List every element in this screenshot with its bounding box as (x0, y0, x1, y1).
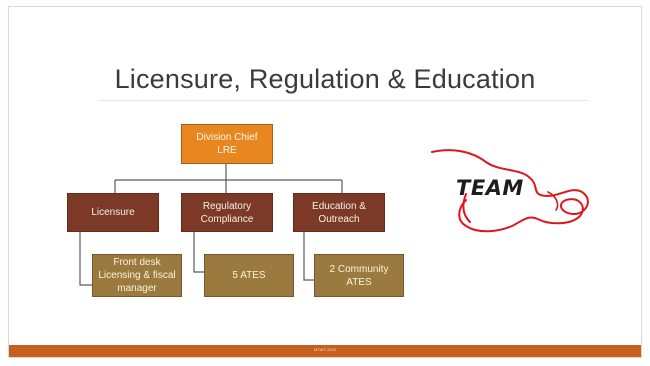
connector-licensure-staff (79, 232, 92, 286)
team-logo-text: TEAM (456, 176, 524, 200)
connector-education-staff (303, 232, 314, 281)
education-outreach-label: Education & Outreach (312, 200, 366, 225)
education-staff-label: 2 Community ATES (329, 263, 389, 288)
division-chief-box: Division Chief LRE (181, 124, 273, 164)
education-outreach-box: Education & Outreach (293, 193, 385, 232)
title-divider (98, 100, 588, 101)
licensure-staff-label: Front desk Licensing & fiscal manager (98, 257, 176, 294)
connector-regulatory-staff (193, 232, 204, 273)
licensure-staff-box: Front desk Licensing & fiscal manager (92, 254, 182, 297)
footer-bar (9, 345, 641, 357)
regulatory-staff-box: 5 ATES (204, 254, 294, 297)
regulatory-staff-label: 5 ATES (232, 270, 266, 281)
licensure-label: Licensure (91, 207, 135, 218)
regulatory-compliance-label: Regulatory Compliance (200, 200, 254, 225)
slide-title: Licensure, Regulation & Education (114, 64, 536, 94)
slide-frame (8, 6, 642, 358)
division-chief-label: Division Chief LRE (196, 132, 258, 156)
education-staff-box: 2 Community ATES (314, 254, 404, 297)
footer-text: MTWT 2022 (314, 347, 336, 352)
regulatory-compliance-box: Regulatory Compliance (181, 193, 273, 232)
licensure-box: Licensure (67, 193, 159, 232)
